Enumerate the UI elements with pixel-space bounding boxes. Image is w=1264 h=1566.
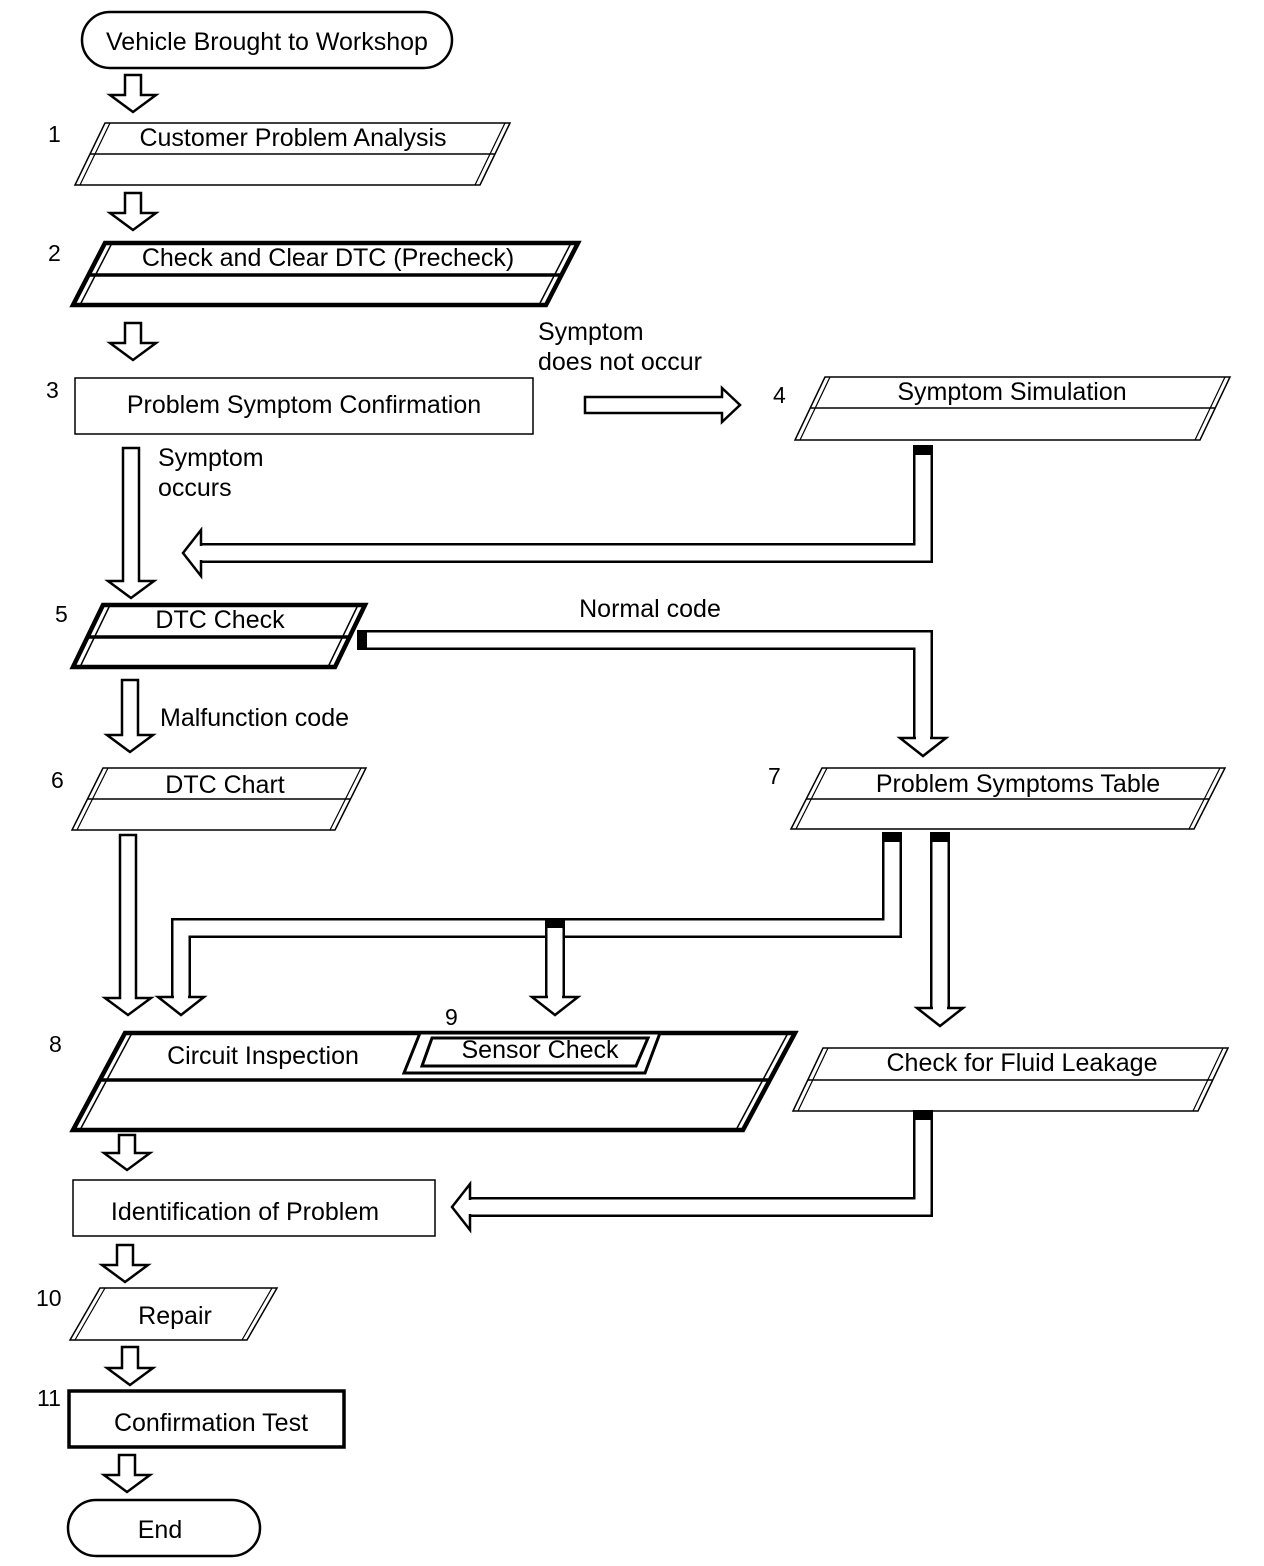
step-8-label: Circuit Inspection	[167, 1042, 359, 1070]
step-5-label: DTC Check	[155, 606, 285, 634]
branch-occurs-line2: occurs	[158, 474, 232, 502]
branch-not-occur-line1: Symptom	[538, 318, 644, 346]
step-2-label: Check and Clear DTC (Precheck)	[142, 244, 514, 272]
branch-malfunction-code: Malfunction code	[160, 704, 349, 732]
arrow-1-to-2	[106, 191, 160, 232]
arrow-7-to-9-head	[528, 995, 582, 1017]
step-11-label: Confirmation Test	[114, 1409, 308, 1437]
step-4-label: Symptom Simulation	[897, 378, 1126, 406]
step-8-number: 8	[49, 1031, 62, 1057]
step-1-label: Customer Problem Analysis	[139, 124, 446, 152]
step-11-number: 11	[37, 1385, 61, 1411]
step-9-box	[401, 1031, 663, 1075]
arrow-fluid-to-identification-seam	[468, 1200, 472, 1214]
step-11-box	[67, 1389, 346, 1449]
step-9-label: Sensor Check	[461, 1036, 619, 1064]
step-10-box	[68, 1287, 279, 1341]
arrow-4-to-5-fill	[201, 455, 931, 561]
step-2-number: 2	[48, 240, 61, 266]
arrow-4-to-5-outline	[191, 445, 933, 563]
arrow-7-to-fluid-head	[913, 1006, 967, 1028]
step-7-label: Problem Symptoms Table	[876, 770, 1160, 798]
fluid-leakage-label: Check for Fluid Leakage	[887, 1049, 1158, 1077]
arrow-7-to-8-fill	[173, 842, 900, 997]
step-10-box-inner-right	[241, 1287, 273, 1341]
step-6-number: 6	[51, 767, 64, 793]
step-4-number: 4	[773, 382, 786, 408]
arrow-identification-to-10	[98, 1243, 152, 1284]
arrow-7-to-8-head	[154, 995, 208, 1017]
arrow-2-to-3	[106, 321, 160, 362]
arrow-11-to-end	[100, 1453, 154, 1494]
branch-occurs-line1: Symptom	[158, 444, 264, 472]
arrow-3-to-5	[104, 446, 158, 600]
arrow-5-to-7-fill	[367, 632, 931, 738]
arrow-4-to-5-head	[181, 526, 203, 580]
arrow-7-to-8-outline	[171, 832, 902, 1007]
step-3-box	[74, 377, 534, 435]
start-label: Vehicle Brought to Workshop	[106, 28, 428, 56]
arrow-10-to-11	[103, 1345, 157, 1387]
arrow-7-to-8-seam	[174, 995, 188, 999]
arrow-3-to-4	[583, 385, 742, 425]
arrow-fluid-to-identification-head	[450, 1180, 472, 1234]
step-5-number: 5	[55, 601, 68, 627]
arrow-5-to-6	[103, 678, 157, 754]
arrow-5-to-7-outline	[357, 630, 933, 748]
step-10-number: 10	[36, 1285, 62, 1311]
step-3-number: 3	[46, 377, 59, 403]
identification-label: Identification of Problem	[111, 1198, 379, 1226]
step-9-number: 9	[445, 1004, 458, 1030]
arrow-fluid-to-identification-outline	[460, 1110, 933, 1217]
step-3-label: Problem Symptom Confirmation	[127, 391, 481, 419]
arrow-7-to-9-seam	[548, 995, 562, 999]
step-7-number: 7	[768, 763, 781, 789]
arrow-start-to-1	[106, 73, 160, 114]
arrow-fluid-to-identification-fill	[470, 1120, 931, 1215]
arrow-5-to-7-seam	[916, 736, 930, 740]
step-6-label: DTC Chart	[165, 771, 285, 799]
step-1-number: 1	[48, 121, 61, 147]
start-terminal	[80, 10, 454, 70]
arrow-5-to-7-head	[896, 736, 950, 758]
step-10-box-inner-left	[74, 1287, 106, 1341]
arrow-7-to-fluid-seam	[933, 1006, 947, 1010]
end-label: End	[138, 1516, 182, 1544]
arrow-4-to-5-seam	[199, 546, 203, 560]
arrow-6-to-8	[101, 833, 155, 1017]
arrow-8-to-identification	[100, 1133, 154, 1172]
branch-normal-code: Normal code	[579, 595, 721, 623]
step-9-box-inner	[419, 1036, 651, 1068]
end-terminal	[66, 1498, 262, 1558]
step-10-label: Repair	[138, 1302, 212, 1330]
branch-not-occur-line2: does not occur	[538, 348, 702, 376]
identification-box	[72, 1179, 436, 1237]
